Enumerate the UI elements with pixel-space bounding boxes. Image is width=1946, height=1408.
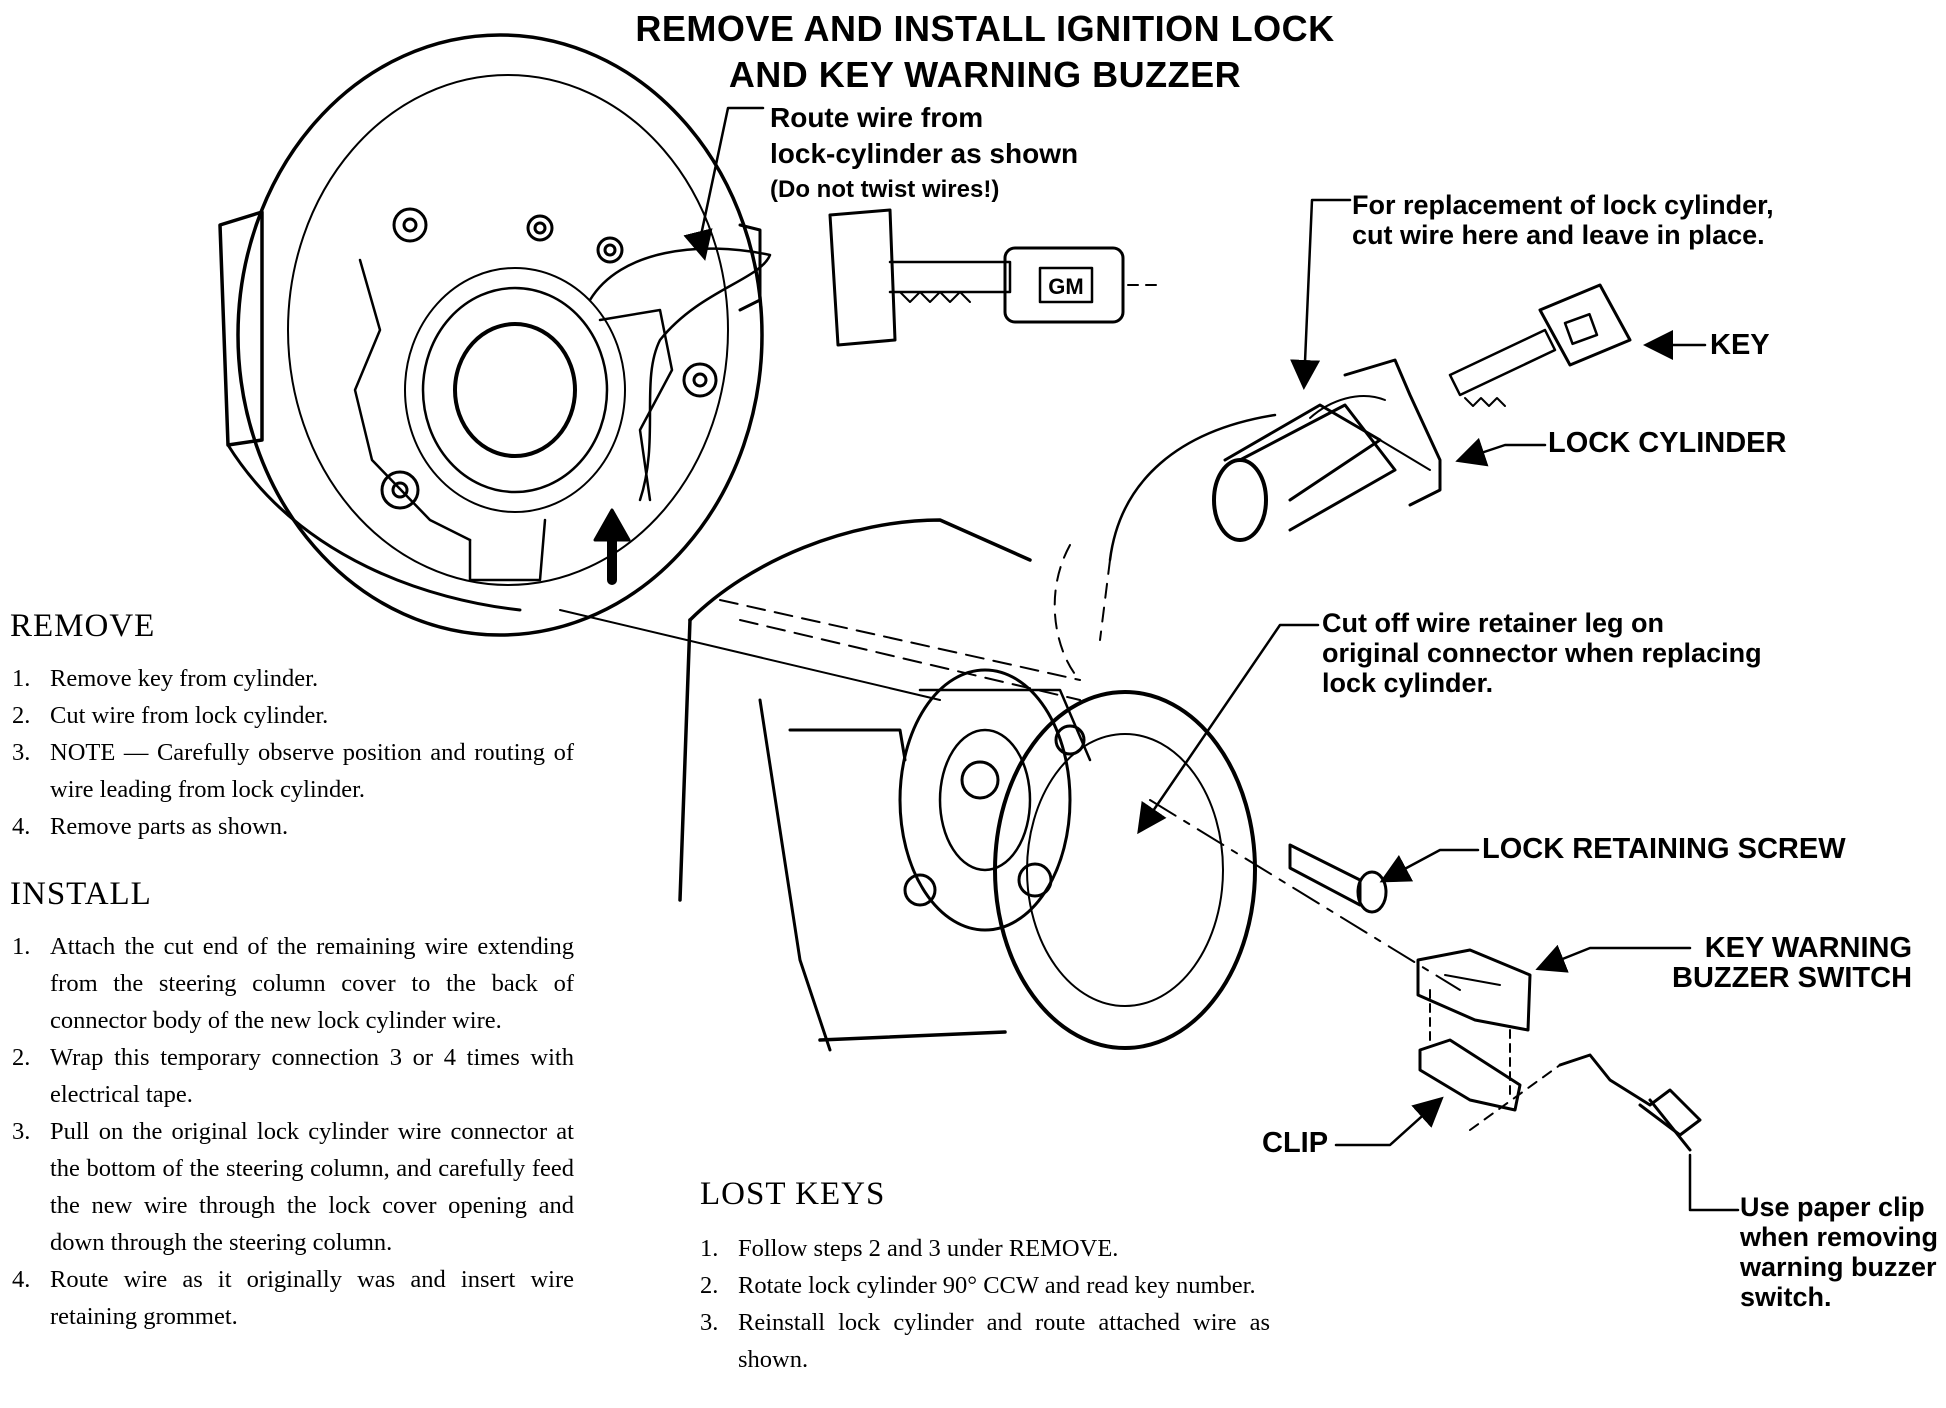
step-number: 2. <box>700 1272 719 1299</box>
step-text: Wrap this temporary connection 3 or 4 ti… <box>50 1044 574 1108</box>
clip-label: CLIP <box>1262 1127 1329 1159</box>
paper-clip-callout: Use paper clip when removing warning buz… <box>1740 1192 1938 1312</box>
step-text: Reinstall lock cylinder and route attach… <box>738 1309 1270 1373</box>
lock-cylinder-drawing <box>1212 358 1442 542</box>
key-right-drawing <box>1448 283 1632 407</box>
buzzer-switch-drawing <box>1416 948 1561 1131</box>
install-heading: INSTALL <box>10 876 152 912</box>
step-number: 3. <box>12 1118 31 1145</box>
cut-off-line-2: original connector when replacing <box>1322 638 1762 668</box>
buzzer-switch-line-2: BUZZER SWITCH <box>1672 962 1913 994</box>
shaft-hole <box>453 322 577 458</box>
install-steps: 1. Attach the cut end of the remaining wi… <box>12 928 574 1335</box>
step-text: Cut wire from lock cylinder. <box>50 702 329 729</box>
paper-clip-drawing <box>1558 1053 1702 1152</box>
list-item: 4. Remove parts as shown. <box>12 808 574 845</box>
step-text: Follow steps 2 and 3 under REMOVE. <box>738 1235 1119 1262</box>
key-top-drawing <box>828 208 1161 347</box>
route-wire-line-3: (Do not twist wires!) <box>770 176 1000 203</box>
list-item: 4. Route wire as it originally was and in… <box>12 1261 574 1335</box>
step-text: Rotate lock cylinder 90° CCW and read ke… <box>738 1272 1256 1299</box>
remove-heading: REMOVE <box>10 608 156 644</box>
remove-steps: 1. Remove key from cylinder. 2. Cut wire f… <box>12 660 574 845</box>
column-end-ring <box>993 690 1257 1050</box>
step-text: Pull on the original lock cylinder wire … <box>50 1118 574 1256</box>
cut-off-callout: Cut off wire retainer leg on original co… <box>1322 608 1762 698</box>
title-line-2: AND KEY WARNING BUZZER <box>728 54 1242 95</box>
lock-cylinder-label: LOCK CYLINDER <box>1548 427 1787 459</box>
list-item: 2. Rotate lock cylinder 90° CCW and read … <box>700 1267 1270 1304</box>
step-number: 3. <box>700 1309 719 1336</box>
buzzer-switch-line-1: KEY WARNING <box>1704 932 1913 964</box>
housing-outer-ring <box>236 33 764 637</box>
list-item: 1. Remove key from cylinder. <box>12 660 574 697</box>
replacement-callout: For replacement of lock cylinder, cut wi… <box>1352 190 1774 250</box>
paper-clip-line-2: when removing <box>1740 1222 1939 1252</box>
paper-clip-line-3: warning buzzer <box>1740 1252 1937 1282</box>
step-number: 1. <box>12 933 31 960</box>
list-item: 2. Wrap this temporary connection 3 or 4 … <box>12 1039 574 1113</box>
lock-housing-assembly <box>218 33 764 637</box>
route-wire-line-2: lock-cylinder as shown <box>770 138 1079 169</box>
step-number: 1. <box>700 1235 719 1262</box>
key-label: KEY <box>1710 329 1770 361</box>
lost-keys-steps: 1. Follow steps 2 and 3 under REMOVE. 2. R… <box>700 1230 1270 1378</box>
step-number: 4. <box>12 1266 31 1293</box>
buzzer-switch-callout: KEY WARNING BUZZER SWITCH <box>1672 933 1912 993</box>
step-number: 1. <box>12 665 31 692</box>
lost-keys-heading: LOST KEYS <box>700 1176 886 1212</box>
route-wire-callout: Route wire from lock-cylinder as shown (… <box>770 100 1078 208</box>
title-line-1: REMOVE AND INSTALL IGNITION LOCK <box>635 8 1335 49</box>
step-number: 3. <box>12 739 31 766</box>
list-item: 3. Pull on the original lock cylinder wir… <box>12 1113 574 1261</box>
list-item: 1. Attach the cut end of the remaining wi… <box>12 928 574 1039</box>
replacement-line-1: For replacement of lock cylinder, <box>1352 190 1774 220</box>
cut-off-line-3: lock cylinder. <box>1322 668 1494 698</box>
list-item: 3. Reinstall lock cylinder and route atta… <box>700 1304 1270 1378</box>
step-text: Remove parts as shown. <box>50 813 289 840</box>
steering-column <box>559 518 1257 1052</box>
list-item: 1. Follow steps 2 and 3 under REMOVE. <box>700 1230 1270 1267</box>
key-badge-label: GM <box>1048 274 1083 299</box>
lock-retaining-screw-drawing <box>1288 843 1388 914</box>
step-text: Attach the cut end of the remaining wire… <box>50 933 574 1034</box>
lock-retaining-screw-label: LOCK RETAINING SCREW <box>1482 833 1846 865</box>
step-text: Route wire as it originally was and inse… <box>50 1266 574 1330</box>
paper-clip-line-1: Use paper clip <box>1740 1192 1925 1222</box>
step-number: 2. <box>12 1044 31 1071</box>
page-title: REMOVE AND INSTALL IGNITION LOCK AND KEY… <box>560 6 1410 98</box>
list-item: 2. Cut wire from lock cylinder. <box>12 697 574 734</box>
route-wire-line-1: Route wire from <box>770 102 984 133</box>
cut-off-line-1: Cut off wire retainer leg on <box>1322 608 1665 638</box>
list-item: 3. NOTE — Carefully observe position and … <box>12 734 574 808</box>
step-number: 2. <box>12 702 31 729</box>
replacement-line-2: cut wire here and leave in place. <box>1352 220 1765 250</box>
paper-clip-line-4: switch. <box>1740 1282 1832 1312</box>
step-text: Remove key from cylinder. <box>50 665 319 692</box>
step-text: NOTE — Carefully observe position and ro… <box>50 739 574 803</box>
step-number: 4. <box>12 813 31 840</box>
